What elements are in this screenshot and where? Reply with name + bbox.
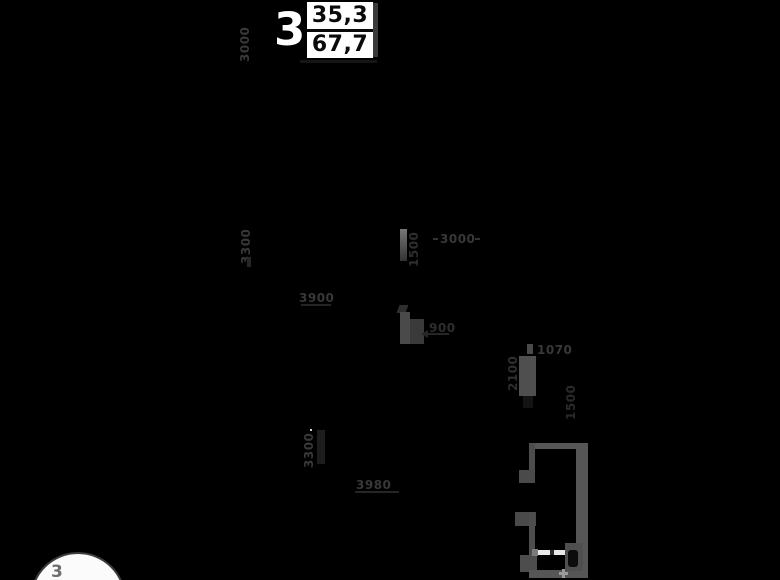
dim-tick xyxy=(527,344,533,354)
area-table-shadow xyxy=(373,3,378,57)
dim-tick xyxy=(247,257,251,267)
dim-dash-right xyxy=(475,238,480,240)
door-swing-icon xyxy=(400,312,410,344)
dim-v-window-top: 1500 xyxy=(407,231,421,267)
dim-dot xyxy=(310,429,312,431)
dim-v-top-left: 3000 xyxy=(238,26,252,62)
dim-h-hall: 1070 xyxy=(537,343,573,357)
area-table: 35,3 67,7 xyxy=(307,2,373,58)
window-mullion-tick xyxy=(550,550,554,555)
dim-h-top-room: 3000 xyxy=(440,232,476,246)
room-wall-bottom xyxy=(529,570,588,578)
dim-shadow-bar xyxy=(317,430,325,464)
wall-stub xyxy=(519,356,536,396)
area-divider xyxy=(307,28,373,32)
wall-stub-notch xyxy=(523,396,533,408)
arrow-shaft xyxy=(427,333,449,335)
faint-wall-top xyxy=(300,60,377,63)
room-wall-left-lower xyxy=(529,512,535,572)
unit-number: 3 xyxy=(274,3,306,56)
dim-dash-left xyxy=(433,238,438,240)
dim-underline xyxy=(355,491,399,493)
toilet-icon xyxy=(568,550,578,567)
area-upper-value: 35,3 xyxy=(311,2,369,28)
arrow-left-icon xyxy=(421,330,428,338)
level-badge-circle xyxy=(30,552,126,580)
dim-v-bottom-left: 3300 xyxy=(302,432,316,468)
dim-v-right: 1500 xyxy=(564,384,578,420)
dim-underline xyxy=(301,304,331,306)
window-end-cap xyxy=(532,549,538,556)
dim-h-left-room: 3900 xyxy=(299,291,335,305)
dim-h-bottom-room: 3980 xyxy=(356,478,392,492)
room-wall-left-upper xyxy=(529,443,535,483)
door-swing-arc xyxy=(410,319,424,344)
dim-v-hall: 2100 xyxy=(506,355,520,391)
wall-protrusion-a xyxy=(519,470,535,483)
dim-door-width: 900 xyxy=(429,321,456,335)
area-lower-value: 67,7 xyxy=(311,32,369,58)
plus-mark-icon-vertical xyxy=(562,569,565,578)
level-badge-number: 3 xyxy=(51,562,63,580)
room-wall-top xyxy=(529,443,588,449)
room-wall-corner-block xyxy=(520,555,537,572)
window-symbol-icon xyxy=(400,229,407,261)
